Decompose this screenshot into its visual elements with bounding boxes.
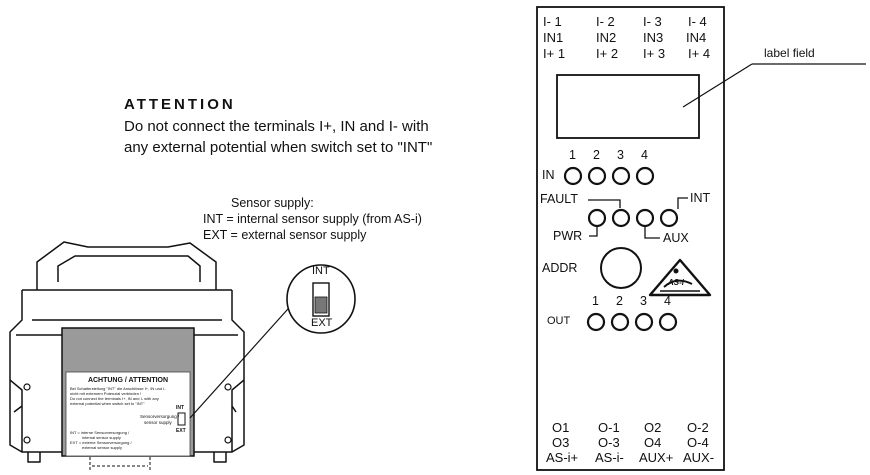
housing-fine-4: external potential when switch set to "I… (70, 401, 145, 406)
fault-label: FAULT (540, 192, 578, 206)
housing-fine-1: Bei Schalterstellung "INT" die Anschlüss… (70, 386, 166, 391)
addr-label: ADDR (542, 261, 578, 275)
fault-bracket (588, 199, 621, 208)
terminal-bottom-1-2: O-1 (598, 420, 620, 435)
led-aux (635, 208, 655, 228)
terminal-bottom-2-4: O-4 (687, 435, 709, 450)
terminal-top-1-4: I- 4 (688, 14, 707, 29)
led-fault (611, 208, 631, 228)
led-in-2 (587, 166, 607, 186)
out-number-3: 3 (640, 294, 647, 308)
terminal-bottom-3-3: AUX+ (639, 450, 674, 465)
housing-fine-2: nicht mit externem Potenzial verbinden ! (70, 391, 142, 396)
attention-line-1: Do not connect the terminals I+, IN and … (124, 118, 429, 135)
terminal-bottom-1-4: O-2 (687, 420, 709, 435)
terminal-bottom-2-1: O3 (552, 435, 570, 450)
led-out-1 (586, 312, 606, 332)
housing-ext-label: EXT (176, 428, 186, 434)
in-number-2: 2 (593, 148, 600, 162)
terminal-top-2-2: IN2 (596, 30, 617, 45)
housing-fine-5: INT = interne Sensorversorgung / (70, 430, 130, 435)
out-number-1: 1 (592, 294, 599, 308)
terminal-top-1-3: I- 3 (643, 14, 662, 29)
in-number-4: 4 (641, 148, 648, 162)
pwr-bracket (589, 227, 598, 237)
aux-label: AUX (663, 231, 689, 245)
terminal-bottom-1-1: O1 (552, 420, 570, 435)
switch-detail (286, 264, 356, 334)
housing-supply-de: Sensorversorgung / (140, 414, 180, 419)
housing-fine-8: external sensor supply (82, 445, 123, 450)
housing-label-sticker (65, 371, 191, 457)
int-bracket (677, 197, 688, 209)
led-out-2 (610, 312, 630, 332)
in-number-1: 1 (569, 148, 576, 162)
terminal-top-3-2: I+ 2 (596, 46, 619, 61)
terminal-bottom-2-2: O-3 (598, 435, 620, 450)
terminal-top-2-1: IN1 (543, 30, 564, 45)
terminal-bottom-3-4: AUX- (683, 450, 715, 465)
attention-line-2: any external potential when switch set t… (124, 139, 433, 156)
terminal-top-3-1: I+ 1 (543, 46, 566, 61)
out-number-4: 4 (664, 294, 671, 308)
led-in-1 (563, 166, 583, 186)
led-out-3 (634, 312, 654, 332)
led-in-3 (611, 166, 631, 186)
attention-title: ATTENTION (124, 96, 236, 113)
switch-ext-label: EXT (311, 317, 333, 329)
terminal-top-3-3: I+ 3 (643, 46, 666, 61)
sensor-supply-int: INT = internal sensor supply (from AS-i) (203, 212, 422, 226)
out-label: OUT (547, 315, 571, 327)
sensor-supply-ext: EXT = external sensor supply (203, 228, 367, 242)
terminal-top-1-2: I- 2 (596, 14, 615, 29)
led-out-4 (658, 312, 678, 332)
label-field-box (556, 74, 700, 139)
int-label: INT (690, 191, 711, 205)
in-number-3: 3 (617, 148, 624, 162)
asi-logo-icon (648, 258, 712, 297)
housing-fine-3: Do not connect the terminals I+, IN and … (70, 396, 159, 401)
terminal-top-2-3: IN3 (643, 30, 664, 45)
label-field-caption: label field (764, 46, 815, 60)
housing-fine-7: EXT = externe Sensorversorgung / (70, 440, 132, 445)
terminal-bottom-1-3: O2 (644, 420, 662, 435)
led-in-4 (635, 166, 655, 186)
terminal-top-1-1: I- 1 (543, 14, 562, 29)
sensor-supply-title: Sensor supply: (231, 196, 314, 210)
terminal-bottom-3-2: AS-i- (595, 450, 624, 465)
pwr-label: PWR (553, 229, 583, 243)
terminal-top-3-4: I+ 4 (688, 46, 711, 61)
led-pwr (587, 208, 607, 228)
in-label: IN (542, 168, 555, 182)
aux-bracket (644, 227, 660, 239)
switch-int-label: INT (312, 265, 330, 277)
housing-supply-en: sensor supply (144, 420, 172, 425)
front-panel-outline (536, 6, 725, 471)
terminal-bottom-3-1: AS-i+ (546, 450, 579, 465)
logo-text: AS-i (668, 278, 684, 287)
housing-fine-6: internal sensor supply (82, 435, 121, 440)
terminal-bottom-2-3: O4 (644, 435, 662, 450)
terminal-top-2-4: IN4 (686, 30, 707, 45)
out-number-2: 2 (616, 294, 623, 308)
led-int (659, 208, 679, 228)
addressing-socket[interactable] (600, 247, 642, 289)
housing-switch (177, 412, 186, 426)
housing-int-label: INT (176, 405, 185, 411)
housing-label-title: ACHTUNG / ATTENTION (87, 377, 169, 384)
